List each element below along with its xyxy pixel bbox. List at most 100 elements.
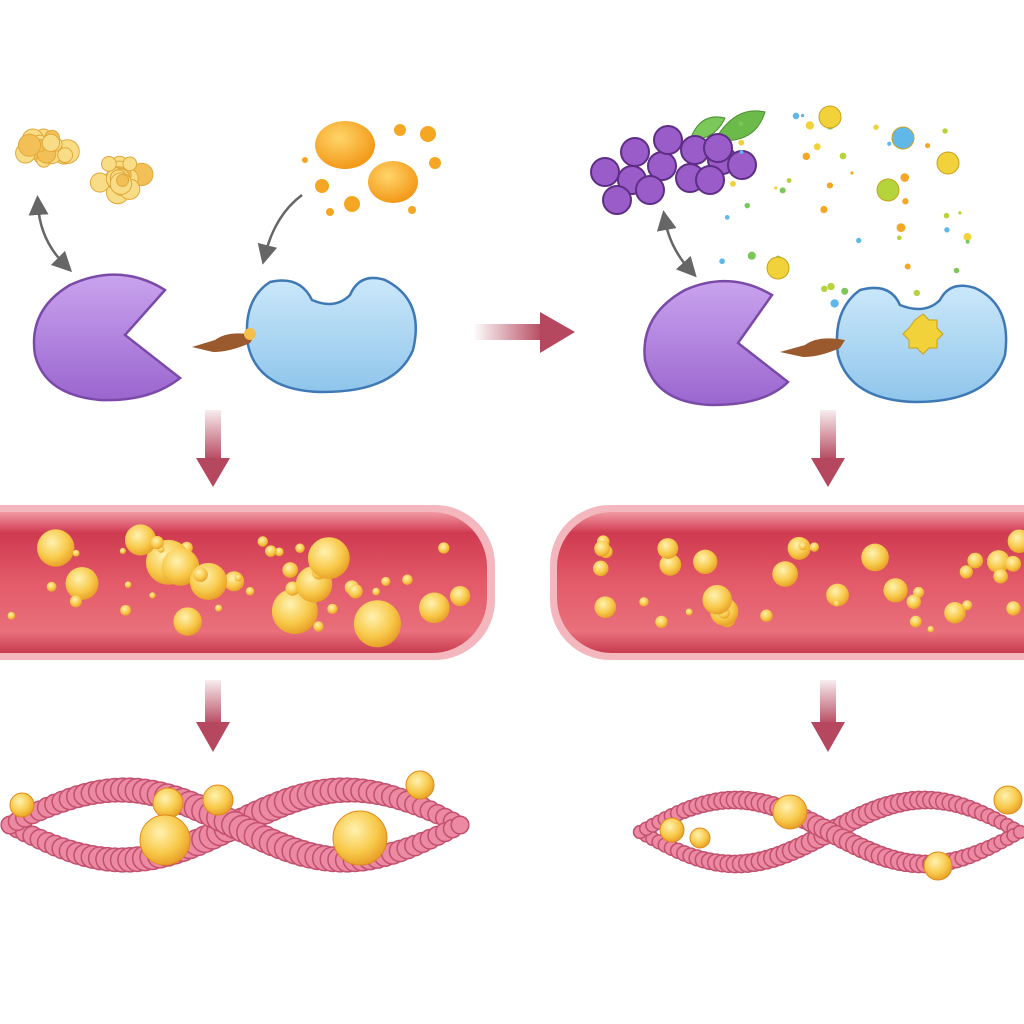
compound-speck	[942, 128, 948, 134]
fat-droplet	[594, 596, 617, 618]
compound-speck	[925, 143, 931, 149]
down-arrow-left-2	[196, 680, 230, 752]
compound-speck	[739, 150, 744, 155]
compound-speck	[856, 237, 862, 244]
fat-droplet	[826, 583, 849, 607]
fat-droplet	[245, 587, 255, 596]
compound-flower	[766, 256, 790, 280]
fat-droplet	[659, 553, 682, 576]
fat-droplet	[307, 537, 350, 580]
compound-speck	[802, 152, 810, 161]
fat-globule	[17, 133, 42, 157]
fat-droplet	[927, 625, 934, 633]
fat-droplet	[173, 607, 202, 636]
fat-droplet	[657, 538, 679, 559]
fat-droplet	[234, 574, 242, 582]
fat-globule	[41, 133, 61, 153]
fat-cluster-large	[15, 128, 80, 168]
fat-droplet	[809, 542, 819, 552]
compound-speck	[958, 211, 962, 215]
compound-speck	[744, 202, 751, 209]
grape-cluster	[590, 125, 757, 215]
fat-droplet	[987, 550, 1010, 574]
compound-speck	[738, 139, 745, 146]
enzyme-purple-right	[643, 279, 790, 407]
compound-speck	[779, 187, 786, 194]
fat-deposit	[152, 787, 184, 819]
fat-droplet	[450, 585, 471, 607]
chain-bead	[450, 815, 470, 835]
fat-droplet	[833, 600, 840, 607]
fat-droplet	[693, 549, 718, 574]
fat-droplet	[639, 597, 649, 607]
fat-droplet	[959, 565, 973, 579]
compound-speck	[738, 121, 743, 126]
fat-droplet	[372, 587, 380, 596]
fat-droplet	[381, 576, 391, 586]
fat-droplet	[861, 543, 889, 572]
fat-deposit	[139, 814, 191, 866]
compound-speck	[724, 215, 730, 220]
double-arrow-icon-right	[656, 210, 697, 278]
fat-droplet	[348, 584, 363, 599]
fat-droplet	[295, 543, 305, 553]
fat-droplets-right	[593, 529, 1024, 633]
fat-droplet	[150, 535, 164, 550]
fat-droplet	[909, 615, 922, 628]
fat-droplet	[313, 621, 324, 632]
fat-droplet	[772, 561, 798, 587]
compound-speck	[896, 235, 902, 241]
fat-droplet	[72, 549, 80, 557]
fat-droplet	[962, 600, 973, 611]
grape	[635, 175, 665, 205]
compound-flower	[876, 178, 900, 202]
fat-droplet	[69, 595, 82, 608]
fat-droplet	[967, 552, 984, 569]
compound-flower	[891, 126, 915, 150]
compound-speck	[786, 178, 792, 183]
grape	[602, 185, 632, 215]
fat-droplet	[46, 581, 57, 592]
fat-droplet	[257, 536, 268, 547]
compound-speck	[774, 186, 778, 190]
oil-droplets	[302, 121, 441, 216]
artery-chain-left	[0, 770, 470, 873]
grape	[703, 133, 733, 163]
fat-droplet	[1006, 601, 1021, 616]
compound-speck	[900, 173, 910, 182]
compound-speck	[839, 152, 847, 160]
fat-droplet	[702, 585, 732, 615]
plant-compound-specks	[719, 105, 972, 308]
compound-speck	[830, 299, 839, 308]
compound-speck	[850, 171, 854, 175]
compound-speck	[827, 282, 835, 291]
fat-droplet	[438, 542, 450, 554]
fat-droplet	[37, 529, 75, 567]
fat-droplets-left	[7, 524, 471, 648]
compound-speck	[821, 285, 828, 293]
fat-droplet	[1007, 529, 1024, 554]
fat-deposit	[923, 851, 953, 881]
blood-vessel-left	[0, 505, 495, 660]
compound-speck	[904, 263, 911, 270]
enzyme-blue-left	[245, 276, 417, 394]
fat-droplet	[883, 578, 908, 603]
compound-speck	[792, 112, 800, 120]
grape	[590, 157, 620, 187]
compound-speck	[913, 289, 920, 297]
fat-deposit	[993, 785, 1023, 815]
fat-droplet	[7, 611, 16, 620]
fat-deposit	[689, 827, 711, 849]
fat-droplet	[787, 536, 811, 560]
compound-speck	[953, 267, 960, 274]
fat-droplet	[189, 562, 228, 601]
fat-droplet	[402, 574, 413, 585]
fat-droplet	[265, 545, 277, 557]
transition-arrow	[473, 312, 575, 353]
fat-droplet	[161, 548, 200, 586]
leaf-icon	[689, 110, 766, 142]
fat-droplet	[798, 541, 808, 551]
compound-speck	[826, 182, 834, 189]
fat-droplet	[124, 524, 157, 556]
blocked-compound	[902, 313, 944, 355]
